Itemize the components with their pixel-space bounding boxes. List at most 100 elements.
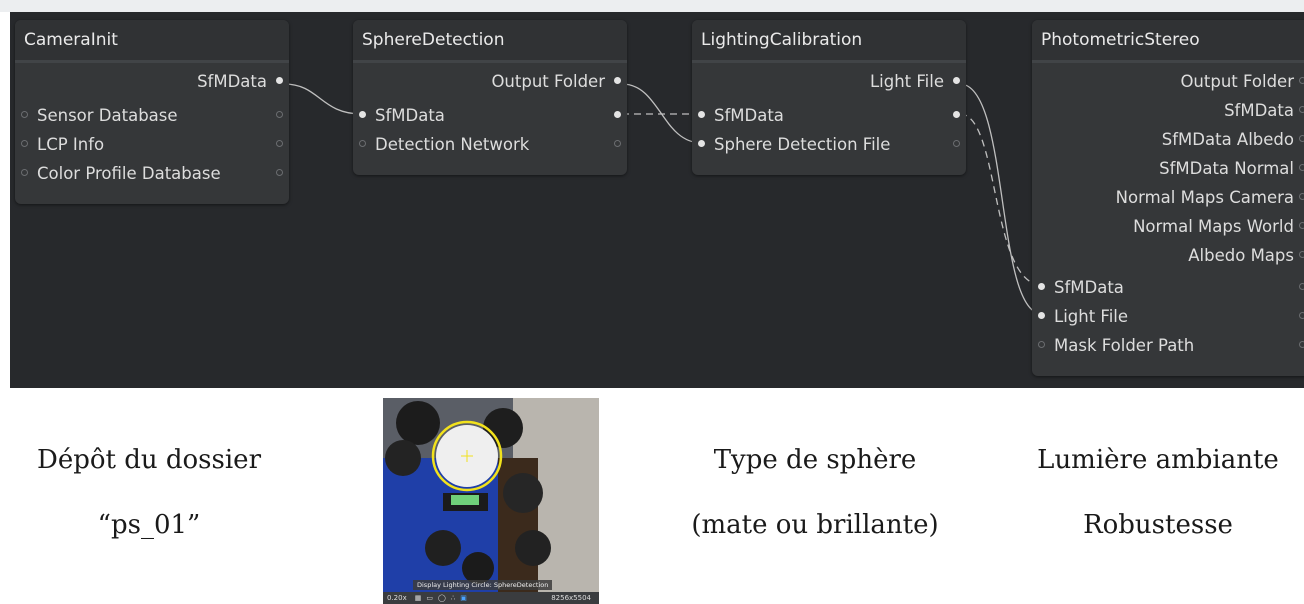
input-port[interactable]	[21, 111, 28, 118]
node-title: PhotometricStereo	[1032, 20, 1304, 63]
attribute-label: Output Folder	[1180, 71, 1294, 91]
wire-lightfile-to-photometric	[959, 83, 1043, 315]
output-port[interactable]	[276, 140, 283, 147]
viewer-photo	[383, 398, 599, 604]
attribute-label: Sphere Detection File	[714, 134, 891, 154]
output-port[interactable]	[614, 140, 621, 147]
input-port[interactable]	[359, 140, 366, 147]
output-port[interactable]	[1299, 135, 1304, 142]
image-resolution: 8256x5504	[551, 594, 591, 602]
attribute-label: Sensor Database	[37, 105, 178, 125]
attribute-label: SfMData Normal	[1159, 158, 1294, 178]
output-port[interactable]	[614, 77, 621, 84]
output-attribute[interactable]: SfMData Normal	[1032, 154, 1304, 182]
input-attribute[interactable]: Sphere Detection File	[692, 130, 966, 158]
output-port[interactable]	[276, 111, 283, 118]
input-port[interactable]	[21, 140, 28, 147]
output-port[interactable]	[1299, 222, 1304, 229]
attribute-label: Albedo Maps	[1188, 245, 1294, 265]
points-icon[interactable]: ∴	[450, 594, 456, 602]
output-port[interactable]	[276, 169, 283, 176]
attribute-label: Color Profile Database	[37, 163, 221, 183]
node-lighting-calibration[interactable]: LightingCalibration Light File SfMData S…	[692, 20, 966, 175]
attribute-label: SfMData	[197, 71, 267, 91]
wire-sfmdata-lighting-to-photometric	[959, 113, 1043, 286]
attribute-label: Detection Network	[375, 134, 530, 154]
attribute-label: Normal Maps Camera	[1115, 187, 1294, 207]
input-attribute[interactable]: SfMData	[1032, 273, 1304, 301]
output-attribute[interactable]: Normal Maps Camera	[1032, 183, 1304, 211]
input-port[interactable]	[1038, 312, 1045, 319]
attribute-label: Normal Maps World	[1133, 216, 1294, 236]
select-icon[interactable]: ▣	[460, 594, 467, 602]
output-attribute[interactable]: Output Folder	[353, 67, 627, 95]
attribute-label: SfMData	[1054, 277, 1124, 297]
input-attribute[interactable]: Color Profile Database	[15, 159, 289, 187]
attribute-label: Light File	[869, 71, 944, 91]
frame-icon[interactable]: ▭	[426, 594, 433, 602]
input-attribute[interactable]: LCP Info	[15, 130, 289, 158]
output-attribute[interactable]: Light File	[692, 67, 966, 95]
wire-camera-to-sphere	[283, 83, 363, 115]
sphere-detection-viewer-image: Display Lighting Circle: SphereDetection…	[383, 398, 599, 604]
output-attribute[interactable]: Normal Maps World	[1032, 212, 1304, 240]
output-port[interactable]	[1299, 283, 1304, 290]
circle-icon[interactable]: ◯	[437, 594, 446, 602]
node-graph-canvas[interactable]: CameraInit SfMData Sensor Database LCP I…	[10, 12, 1304, 388]
attribute-label: SfMData Albedo	[1161, 129, 1294, 149]
output-attribute[interactable]: SfMData Albedo	[1032, 125, 1304, 153]
input-port[interactable]	[359, 111, 366, 118]
node-sphere-detection[interactable]: SphereDetection Output Folder SfMData De…	[353, 20, 627, 175]
input-attribute[interactable]: SfMData	[692, 101, 966, 129]
caption-light-line2: Robustesse	[1083, 510, 1233, 540]
caption-sphere-line2: (mate ou brillante)	[691, 510, 939, 540]
attribute-label: Output Folder	[491, 71, 605, 91]
node-camera-init[interactable]: CameraInit SfMData Sensor Database LCP I…	[15, 20, 289, 204]
input-attribute[interactable]: Sensor Database	[15, 101, 289, 129]
zoom-level: 0.20x	[387, 594, 407, 602]
node-title: CameraInit	[15, 20, 289, 63]
grid-icon[interactable]: ▦	[414, 594, 422, 602]
input-port[interactable]	[1038, 283, 1045, 290]
input-attribute[interactable]: Mask Folder Path	[1032, 331, 1304, 359]
attribute-label: LCP Info	[37, 134, 105, 154]
caption-light-line1: Lumière ambiante	[1037, 445, 1279, 475]
node-title: LightingCalibration	[692, 20, 966, 63]
output-port[interactable]	[1299, 312, 1304, 319]
output-port[interactable]	[1299, 251, 1304, 258]
output-attribute[interactable]: SfMData	[15, 67, 289, 95]
output-port[interactable]	[1299, 77, 1304, 84]
input-port[interactable]	[698, 140, 705, 147]
caption-sphere-line1: Type de sphère	[713, 445, 917, 475]
output-port[interactable]	[953, 140, 960, 147]
output-attribute[interactable]: SfMData	[1032, 96, 1304, 124]
input-attribute[interactable]: Light File	[1032, 302, 1304, 330]
attribute-label: Light File	[1054, 306, 1129, 326]
caption-folder-line1: Dépôt du dossier	[36, 445, 261, 475]
input-attribute[interactable]: SfMData	[353, 101, 627, 129]
output-port[interactable]	[953, 77, 960, 84]
input-attribute[interactable]: Detection Network	[353, 130, 627, 158]
output-attribute[interactable]: Output Folder	[1032, 67, 1304, 95]
node-title: SphereDetection	[353, 20, 627, 63]
output-port[interactable]	[1299, 341, 1304, 348]
output-port[interactable]	[276, 77, 283, 84]
input-port[interactable]	[1038, 341, 1045, 348]
attribute-label: SfMData	[1224, 100, 1294, 120]
viewer-toolbar: 0.20x ▦ ▭ ◯ ∴ ▣ 8256x5504	[383, 592, 599, 604]
attribute-label: SfMData	[375, 105, 445, 125]
output-port[interactable]	[1299, 164, 1304, 171]
attribute-label: Mask Folder Path	[1054, 335, 1195, 355]
input-port[interactable]	[21, 169, 28, 176]
output-port[interactable]	[614, 111, 621, 118]
input-port[interactable]	[698, 111, 705, 118]
connection-wires	[283, 83, 1043, 315]
output-port[interactable]	[1299, 193, 1304, 200]
output-attribute[interactable]: Albedo Maps	[1032, 241, 1304, 269]
output-port[interactable]	[1299, 106, 1304, 113]
output-port[interactable]	[953, 111, 960, 118]
node-photometric-stereo[interactable]: PhotometricStereo Output Folder SfMData …	[1032, 20, 1304, 376]
viewer-overlay-label: Display Lighting Circle: SphereDetection	[413, 580, 553, 590]
top-strip	[0, 0, 1304, 12]
attribute-label: SfMData	[714, 105, 784, 125]
